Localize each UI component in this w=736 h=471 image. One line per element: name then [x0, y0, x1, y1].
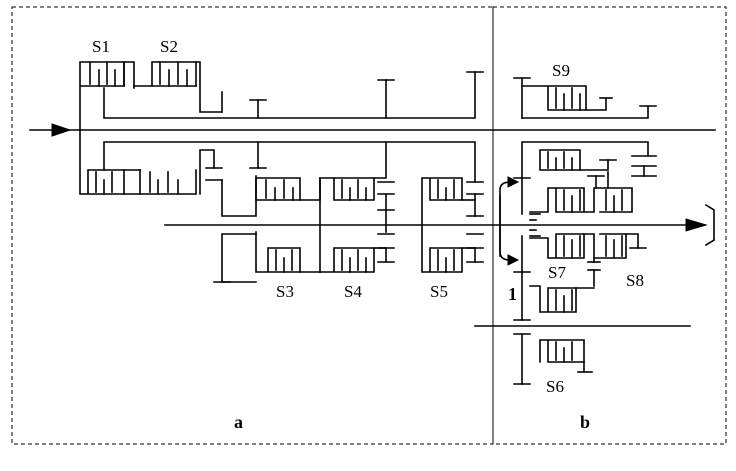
carrier-b — [521, 141, 649, 179]
clutch-s2 — [133, 61, 223, 113]
clutch-s5-upper — [421, 177, 484, 226]
clutch-s6 — [513, 333, 593, 385]
transfer-arrow-upper — [499, 181, 511, 257]
transfer-arrow-upper-head-icon — [507, 176, 520, 188]
clutch-pack-row-upper — [255, 141, 395, 226]
clutch-pack-b-middle-upper — [529, 171, 633, 213]
clutch-s7-lower — [513, 271, 595, 321]
upper-hollow-shaft — [103, 71, 476, 119]
label-s6: S6 — [546, 377, 564, 396]
section-label-b: b — [580, 412, 590, 432]
output-bracket-icon — [704, 203, 715, 247]
clutch-s1 — [79, 61, 135, 131]
clutch-s3 — [213, 231, 321, 283]
label-s9: S9 — [552, 61, 570, 80]
transfer-arrow-lower — [499, 195, 511, 261]
output-arrow-icon — [685, 218, 708, 232]
clutch-lower-left — [79, 129, 197, 195]
section-a-frame — [11, 6, 494, 445]
label-s8: S8 — [626, 271, 644, 290]
clutch-pack-b-upper — [539, 149, 657, 177]
label-s1: S1 — [92, 37, 110, 56]
marker-1: 1 — [508, 284, 517, 304]
label-s2: S2 — [160, 37, 178, 56]
clutch-s5 — [421, 224, 484, 273]
clutch-pack-b-middle-lower — [529, 233, 647, 287]
label-s4: S4 — [344, 282, 362, 301]
transfer-arrow-lower-head-icon — [507, 254, 520, 266]
label-s7: S7 — [548, 263, 566, 282]
clutch-s4 — [319, 233, 395, 273]
input-arrow-icon — [51, 123, 72, 137]
section-label-a: a — [234, 412, 243, 432]
label-s5: S5 — [430, 282, 448, 301]
clutch-s9 — [513, 77, 657, 119]
lower-hollow-shaft — [103, 141, 476, 183]
label-s3: S3 — [276, 282, 294, 301]
